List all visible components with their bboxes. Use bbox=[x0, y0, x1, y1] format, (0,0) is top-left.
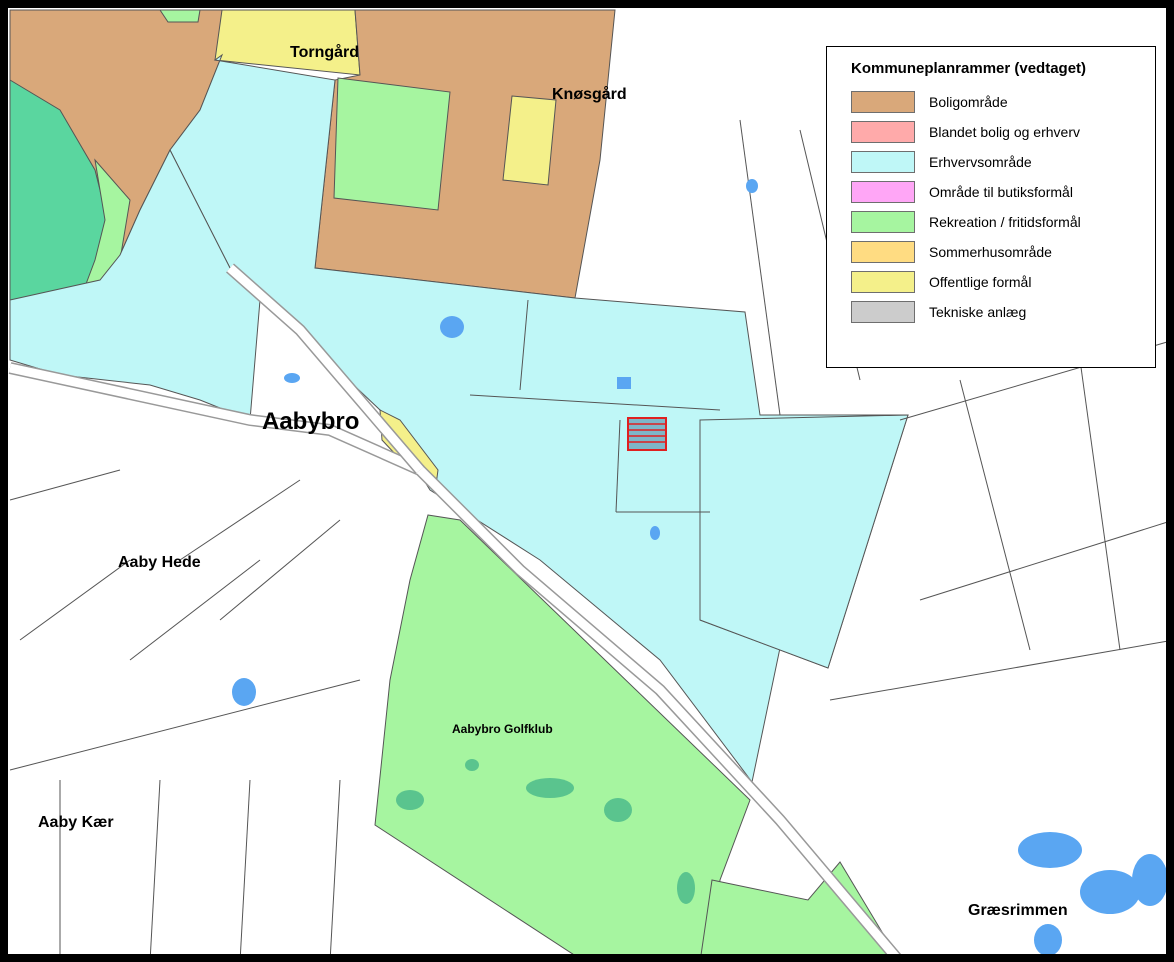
legend-label: Tekniske anlæg bbox=[929, 304, 1027, 320]
zone-erhverv-east bbox=[699, 414, 909, 669]
legend-label: Sommerhusområde bbox=[929, 244, 1052, 260]
zone-rekreation-golf bbox=[374, 514, 751, 962]
legend-label: Område til butiksformål bbox=[929, 184, 1073, 200]
parcel-lines bbox=[9, 119, 1174, 962]
zone-rekreation-southeast bbox=[699, 861, 901, 962]
hatch-lines bbox=[628, 423, 666, 443]
place-label-knosgard: Knøsgård bbox=[552, 86, 627, 103]
place-label-torngard: Torngård bbox=[290, 44, 360, 61]
zone-rekreation-top bbox=[159, 9, 201, 23]
legend-swatch bbox=[851, 241, 915, 263]
legend-label: Rekreation / fritidsformål bbox=[929, 214, 1081, 230]
zone-rekreation-square bbox=[333, 77, 451, 211]
legend-swatch bbox=[851, 91, 915, 113]
water-bodies bbox=[232, 179, 1168, 956]
place-label-aaby-hede: Aaby Hede bbox=[118, 554, 201, 571]
place-label-aaby-kaer: Aaby Kær bbox=[38, 814, 114, 831]
place-label-aabybro: Aabybro bbox=[262, 408, 360, 435]
zone-blandet-hatched bbox=[627, 417, 667, 451]
legend-label: Erhvervsområde bbox=[929, 154, 1032, 170]
road-northwest-inner bbox=[227, 264, 424, 473]
legend-swatch bbox=[851, 121, 915, 143]
legend-swatch bbox=[851, 301, 915, 323]
legend-swatch bbox=[851, 271, 915, 293]
legend-swatch bbox=[851, 151, 915, 173]
place-label-graesrimmen: Græsrimmen bbox=[968, 902, 1068, 919]
zone-offentlig-knosgard bbox=[502, 95, 557, 186]
place-label-golfklub: Aabybro Golfklub bbox=[452, 722, 553, 736]
legend-label: Offentlige formål bbox=[929, 274, 1032, 290]
road-main-inner bbox=[9, 363, 904, 962]
legend-swatch bbox=[851, 211, 915, 233]
golf-ponds bbox=[396, 759, 695, 904]
legend-label: Blandet bolig og erhverv bbox=[929, 124, 1080, 140]
map-legend: Kommuneplanrammer (vedtaget) Boligområde… bbox=[826, 46, 1156, 368]
legend-swatch bbox=[851, 181, 915, 203]
legend-label: Boligområde bbox=[929, 94, 1008, 110]
legend-title: Kommuneplanrammer (vedtaget) bbox=[851, 60, 1087, 77]
